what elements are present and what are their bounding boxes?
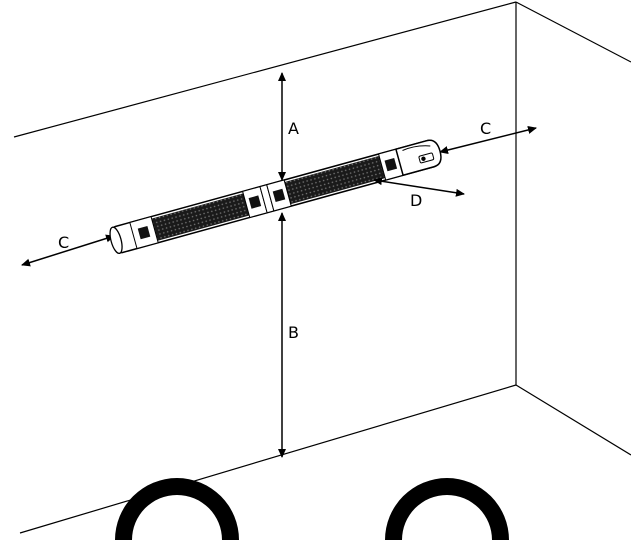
ceiling-right-line xyxy=(515,1,631,63)
label-d: D xyxy=(410,191,422,210)
floor-line xyxy=(19,384,517,534)
dimension-a: A xyxy=(278,72,299,181)
dimension-d-arrow xyxy=(373,177,465,197)
label-a: A xyxy=(288,119,299,138)
collar-marker xyxy=(248,195,262,209)
switch-knob-icon xyxy=(421,156,426,161)
collar-marker xyxy=(384,157,398,172)
control-panel-outline xyxy=(402,145,431,151)
dimension-c-right-arrow xyxy=(439,126,537,154)
floor-right-line xyxy=(515,384,631,456)
wall-outline xyxy=(13,1,631,534)
heater-grille-left xyxy=(151,193,250,241)
dimension-c-left-arrow xyxy=(21,234,115,267)
heater-grille-right xyxy=(284,155,386,205)
collar-marker xyxy=(272,188,286,203)
ceiling-line xyxy=(13,1,517,138)
label-c-left: C xyxy=(58,233,69,252)
dimension-d: D xyxy=(373,177,465,210)
bottom-symbols xyxy=(115,478,509,540)
dimension-c-left: C xyxy=(21,233,115,267)
label-c-right: C xyxy=(480,119,491,138)
collar-marker xyxy=(137,225,151,240)
symbol-left-icon xyxy=(115,478,239,540)
dimension-c-right: C xyxy=(439,119,537,154)
label-b: B xyxy=(288,323,299,342)
left-end-cap xyxy=(109,226,123,255)
symbol-right-icon xyxy=(385,478,509,540)
dimension-b: B xyxy=(278,212,299,458)
heater-unit xyxy=(109,139,442,255)
